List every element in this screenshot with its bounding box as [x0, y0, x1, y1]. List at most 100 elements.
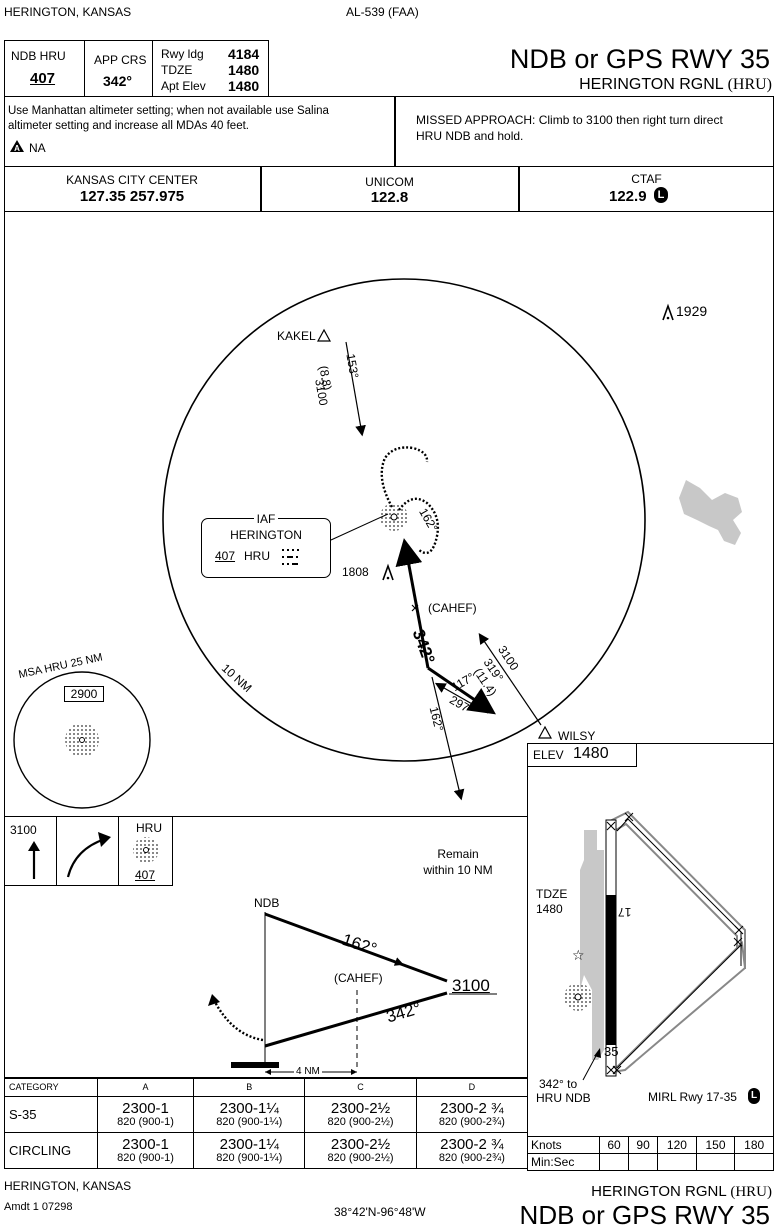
header-location: HERINGTON, KANSAS	[4, 5, 132, 19]
rwy-ldg: 4184	[228, 46, 260, 62]
airport-title: HERINGTON RGNL (HRU)	[579, 77, 772, 93]
missed-icon-hold-ndb: HRU 407	[118, 816, 173, 886]
crs-note-2: HRU NDB	[536, 1091, 591, 1105]
remain-1: Remain	[437, 847, 479, 861]
alternate-na-icon: A	[9, 139, 27, 158]
iaf-freq: 407	[215, 549, 236, 563]
kc-label: KANSAS CITY CENTER	[66, 173, 198, 187]
profile-hru-freq: 407	[135, 868, 156, 882]
ctaf-label: CTAF	[631, 172, 662, 186]
obstacle-1808-label: 1808	[342, 565, 369, 579]
minima-sub: 820 (900-1)	[117, 1151, 174, 1164]
footer-airport-id: (HRU)	[730, 1184, 772, 1200]
apron	[580, 830, 604, 1060]
rwy-dims: 4184 X 75	[605, 938, 616, 981]
morse-code-icon	[282, 547, 310, 572]
cahef-label: (CAHEF)	[428, 601, 477, 615]
airport-diagram	[527, 743, 774, 1137]
iaf-callout: IAF HERINGTON 407 HRU	[201, 512, 331, 578]
ndb-label: NDB HRU	[11, 49, 66, 63]
knots-cell: 60	[598, 1136, 630, 1154]
profile-dist: 4 NM	[294, 1066, 322, 1077]
ten-nm-ring	[162, 278, 646, 762]
elev-value: 1480	[573, 745, 609, 762]
lake	[679, 480, 742, 545]
airport-tdze: 1480	[536, 902, 563, 916]
lighting-l-icon: L	[748, 1088, 760, 1104]
missed-approach-2: HRU NDB and hold.	[416, 129, 524, 143]
profile-hru: HRU	[136, 821, 162, 835]
footer-coords: 38°42'N-96°48'W	[334, 1205, 426, 1219]
profile-inbound	[264, 991, 448, 1048]
minima-cell: 2300-1	[122, 1135, 169, 1153]
minima-cell: 2300-2½	[330, 1135, 391, 1153]
tdze-label: TDZE	[161, 63, 193, 77]
knots-cell: 180	[734, 1136, 774, 1154]
outbound-162	[431, 676, 465, 801]
notes-divider	[394, 96, 396, 167]
crs-note-1: 342° to	[539, 1077, 578, 1091]
speed-table: Knots 60 90 120 150 180 Min:Sec	[527, 1136, 774, 1171]
svg-text:A: A	[14, 144, 20, 153]
minima-cell: 2300-2 ¾	[440, 1099, 504, 1117]
minima-cell: 2300-1	[122, 1099, 169, 1117]
msa-circle	[13, 671, 151, 809]
minima-cell: 2300-2 ¾	[440, 1135, 504, 1153]
wilsy-fix-icon	[537, 725, 553, 739]
minima-sub: 820 (900-2½)	[327, 1115, 394, 1128]
altimeter-note-1: Use Manhattan altimeter setting; when no…	[8, 105, 329, 117]
footer-amendment: Amdt 1 07298	[4, 1201, 73, 1213]
minsec-cell	[598, 1153, 630, 1171]
iaf-id: HRU	[244, 549, 270, 563]
airport-id: (HRU)	[727, 76, 772, 93]
minima-sub: 820 (900-2¾)	[438, 1115, 505, 1128]
minima-cell: 2300-1¼	[219, 1135, 279, 1153]
na-text: NA	[29, 141, 46, 155]
profile-cahef: (CAHEF)	[334, 971, 383, 985]
climb-alt: 3100	[10, 823, 37, 837]
kakel-label: KAKEL	[277, 329, 316, 343]
profile-ndb: NDB	[254, 896, 280, 910]
rwy-17-label: 17	[618, 905, 632, 919]
taxiway	[610, 810, 746, 969]
apt-elev: 1480	[228, 78, 260, 94]
elev-box	[527, 743, 637, 767]
minsec-cell	[695, 1153, 736, 1171]
minima-cell: 2300-1¼	[219, 1099, 279, 1117]
apt-elev-label: Apt Elev	[161, 79, 206, 93]
ndb-freq: 407	[30, 70, 56, 87]
wilsy-label: WILSY	[558, 729, 596, 743]
comms-divider-2	[518, 166, 520, 212]
wilsy-route	[478, 633, 542, 726]
holding-pattern	[398, 497, 440, 555]
kakel-fix-icon	[316, 328, 332, 342]
kakel-route	[345, 341, 366, 437]
beacon-icon: ☆	[572, 948, 585, 964]
airport-tdze-label: TDZE	[536, 887, 568, 901]
runway-bar	[231, 1062, 279, 1068]
minima-sub: 820 (900-1¼)	[216, 1115, 283, 1128]
knots-cell: 120	[657, 1136, 697, 1154]
lighting-note: MIRL Rwy 17-35	[648, 1090, 737, 1104]
minsec-cell	[628, 1153, 659, 1171]
minsec-cell	[734, 1153, 774, 1171]
ctaf-freq: 122.9	[609, 188, 647, 205]
procedure-turn-in	[434, 682, 489, 714]
app-crs-label: APP CRS	[94, 53, 147, 67]
obstacle-1808-icon	[382, 563, 394, 581]
iaf-label: IAF	[253, 512, 279, 526]
kc-freq: 127.35 257.975	[79, 188, 185, 205]
msa-alt: 2900	[64, 686, 104, 702]
knots-cell: 150	[695, 1136, 736, 1154]
climb-arrow-icon	[28, 841, 40, 879]
minsec-cell	[657, 1153, 697, 1171]
chart-id: AL-539 (FAA)	[346, 5, 419, 19]
footer-airport: HERINGTON RGNL (HRU)	[591, 1184, 772, 1200]
footer-location: HERINGTON, KANSAS	[4, 1179, 132, 1193]
missed-approach-1: MISSED APPROACH: Climb to 3100 then righ…	[416, 113, 723, 127]
altimeter-note-2: altimeter setting and increase all MDAs …	[8, 120, 249, 132]
minima-sub: 820 (900-2½)	[327, 1151, 394, 1164]
ctaf-l-icon: L	[654, 187, 668, 203]
